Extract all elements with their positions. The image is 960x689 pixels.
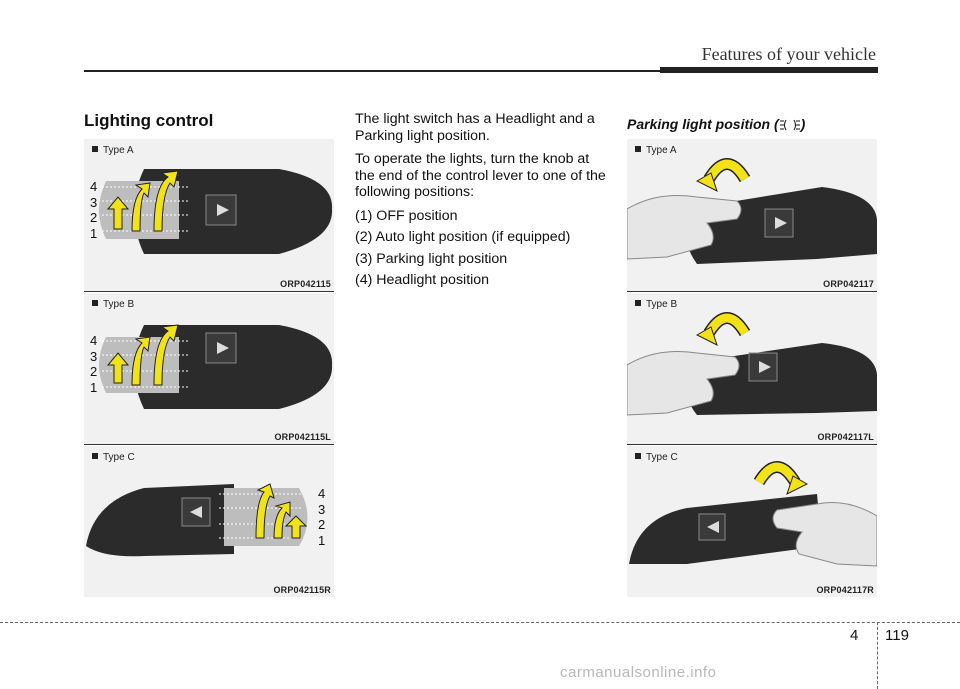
figure-divider [84,291,334,292]
figure-divider [627,291,877,292]
figure-left-type-a: Type A 4 3 2 1 ORP042115 [84,139,334,291]
figure-right-type-b: Type B ORP042117L [627,293,877,444]
figure-code: ORP042115L [274,432,331,442]
hand-lever-illustration [627,158,877,264]
figure-divider [84,444,334,445]
type-label: Type B [646,299,678,310]
position-number: 1 [90,379,98,395]
section-title: Lighting control [84,111,214,130]
list-item: (2) Auto light position (if equipped) [355,229,571,245]
footer-divider [0,622,960,623]
page-number: 119 [885,627,909,644]
type-label: Type C [646,452,678,463]
intro-paragraph: The light switch has a Headlight and a P… [355,111,595,144]
position-number: 4 [318,486,326,501]
hand-lever-illustration [629,461,877,567]
body-text: The light switch has a Headlight and a P… [355,111,610,294]
footer-vertical-divider [877,622,878,689]
header-rule [84,70,660,72]
lever-illustration [99,324,333,409]
figure-code: ORP042115 [280,279,331,289]
position-number: 2 [90,364,98,379]
header-bar [660,67,878,73]
hand-lever-illustration [627,312,877,416]
type-label: Type A [103,145,134,156]
list-item: (3) Parking light position [355,250,508,267]
position-number: 2 [318,517,326,532]
list-item: (4) Headlight position [355,272,490,288]
parking-light-title: Parking light position ( ) [627,116,806,132]
type-label: Type A [646,145,677,156]
header-title: Features of your vehicle [701,44,876,64]
position-number: 3 [90,194,98,210]
position-number: 1 [318,532,326,548]
figure-code: ORP042117R [816,585,874,595]
position-number: 3 [318,501,326,517]
figure-code: ORP042115R [273,585,331,595]
figure-left-type-b: Type B 4 3 2 1 ORP042115L [84,293,334,444]
lever-illustration [86,483,308,557]
watermark: carmanualsonline.info [560,664,717,681]
type-label: Type C [103,452,135,463]
position-number: 3 [90,348,98,364]
figure-left-type-c: Type C 4 3 2 1 ORP042115R [84,446,334,597]
figure-right-type-c: Type C ORP042117R [627,446,877,597]
section-number: 4 [850,627,859,644]
figure-code: ORP042117L [817,432,874,442]
list-item: (1) OFF position [355,207,458,224]
figure-code: ORP042117 [823,279,874,289]
positions-list: (1) OFF position (2) Auto light position… [355,208,610,289]
instruction-paragraph: To operate the lights, turn the knob at … [355,151,606,200]
position-number: 1 [90,225,98,241]
position-number: 2 [90,210,98,225]
lever-illustration [99,169,333,254]
parking-light-icon [779,120,800,131]
figure-right-type-a: Type A ORP042117 [627,139,877,291]
position-number: 4 [90,333,98,348]
position-number: 4 [90,179,98,194]
figure-divider [627,444,877,445]
type-label: Type B [103,299,135,310]
